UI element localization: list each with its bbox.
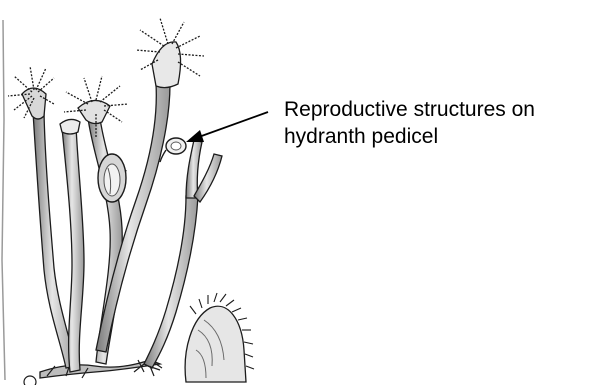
annotation-line-1: Reproductive structures on — [284, 96, 600, 123]
plate-circle-mark — [24, 376, 36, 385]
annotation-label: Reproductive structures on hydranth pedi… — [284, 96, 600, 150]
annotation-line-2: hydranth pedicel — [284, 123, 600, 150]
polyp-4-stalk — [96, 84, 170, 352]
polyp-3-hydranth — [78, 100, 110, 123]
inset-detail — [185, 293, 254, 382]
polyp-4-hydranth — [152, 42, 181, 88]
polyp-2-sheath — [60, 119, 80, 134]
annotation-arrow — [186, 112, 268, 142]
polyp-1 — [8, 66, 76, 368]
plate-edge-mark — [2, 20, 5, 380]
gonophore-large — [98, 154, 126, 202]
